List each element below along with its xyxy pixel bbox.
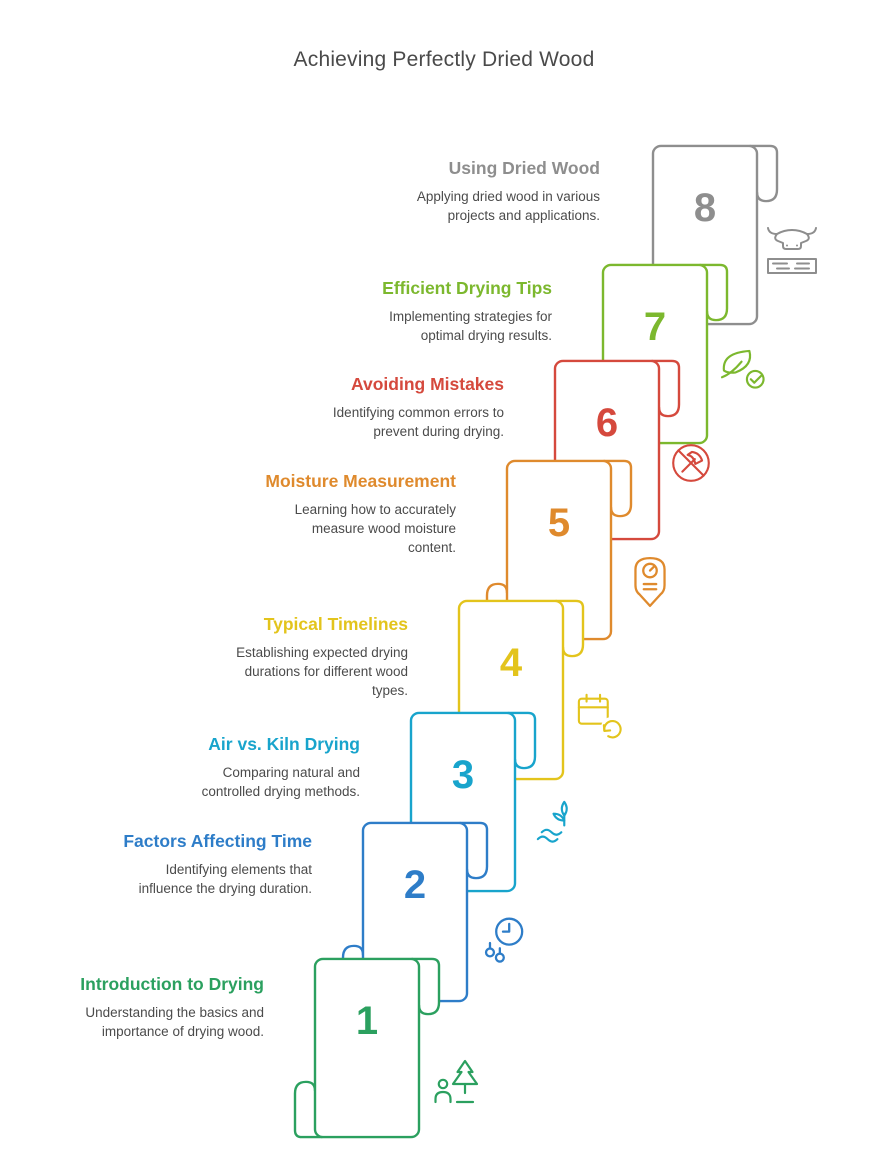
step-number: 8 bbox=[693, 186, 717, 230]
step-text-block: Using Dried Wood Applying dried wood in … bbox=[408, 157, 600, 226]
step-number: 5 bbox=[547, 501, 571, 545]
step-text-block: Introduction to Drying Understanding the… bbox=[72, 973, 264, 1042]
step-text-block: Avoiding Mistakes Identifying common err… bbox=[312, 373, 504, 442]
step-text-block: Typical Timelines Establishing expected … bbox=[216, 613, 408, 700]
step-text-block: Air vs. Kiln Drying Comparing natural an… bbox=[168, 733, 360, 802]
step-description: Establishing expected drying durations f… bbox=[236, 645, 408, 698]
step-title: Moisture Measurement bbox=[265, 471, 456, 491]
page-title: Achieving Perfectly Dried Wood bbox=[293, 48, 595, 71]
sprout-icon bbox=[530, 799, 577, 846]
no-axe-icon bbox=[666, 438, 716, 488]
step-description: Understanding the basics and importance … bbox=[85, 1005, 264, 1040]
calendar-refresh-icon bbox=[576, 691, 626, 741]
step-text-block: Factors Affecting Time Identifying eleme… bbox=[120, 830, 312, 899]
scroll-card: 2 bbox=[340, 820, 490, 1004]
step-title: Typical Timelines bbox=[263, 614, 408, 634]
scroll-card: 1 bbox=[292, 956, 442, 1140]
person-tree-icon bbox=[432, 1057, 480, 1109]
step-number: 2 bbox=[403, 863, 427, 907]
step-text-block: Efficient Drying Tips Implementing strat… bbox=[360, 277, 552, 346]
step-title: Using Dried Wood bbox=[448, 158, 600, 178]
step-title: Avoiding Mistakes bbox=[351, 374, 504, 394]
step-title: Factors Affecting Time bbox=[123, 831, 312, 851]
step-number: 6 bbox=[595, 401, 619, 445]
step-number: 4 bbox=[499, 641, 523, 685]
step-number: 1 bbox=[355, 999, 379, 1043]
step-description: Identifying common errors to prevent dur… bbox=[332, 405, 504, 440]
clock-icon bbox=[479, 914, 529, 968]
cow-plank-icon bbox=[766, 227, 818, 283]
step-title: Introduction to Drying bbox=[80, 974, 264, 994]
step-description: Implementing strategies for optimal dryi… bbox=[389, 309, 552, 344]
step-description: Learning how to accurately measure wood … bbox=[294, 502, 456, 555]
moisture-meter-icon bbox=[631, 555, 669, 609]
scroll-card: 5 bbox=[484, 458, 634, 642]
step-description: Applying dried wood in various projects … bbox=[416, 189, 600, 224]
step-text-block: Moisture Measurement Learning how to acc… bbox=[264, 470, 456, 557]
step-title: Air vs. Kiln Drying bbox=[208, 734, 360, 754]
step-description: Comparing natural and controlled drying … bbox=[201, 765, 360, 800]
step-description: Identifying elements that influence the … bbox=[138, 862, 312, 897]
step-title: Efficient Drying Tips bbox=[382, 278, 552, 298]
step-number: 7 bbox=[643, 305, 667, 349]
leaf-check-icon bbox=[720, 346, 767, 391]
step-number: 3 bbox=[451, 753, 475, 797]
